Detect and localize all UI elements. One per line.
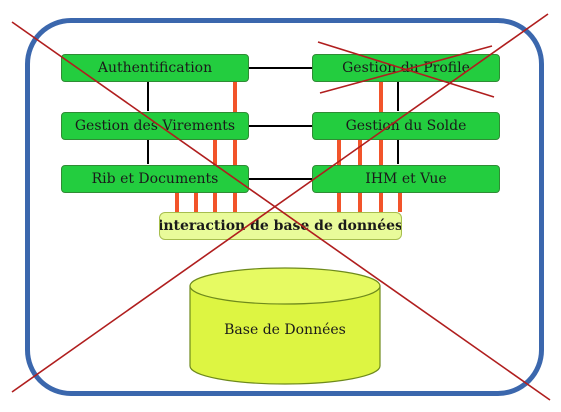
module-rib-documents: Rib et Documents bbox=[61, 165, 249, 193]
module-gestion-solde: Gestion du Solde bbox=[312, 112, 500, 140]
module-gestion-profile: Gestion du Profile bbox=[312, 54, 500, 82]
cross-out-line-profile-2 bbox=[319, 45, 493, 94]
interaction-layer: interaction de base de données bbox=[159, 212, 402, 240]
module-authentification: Authentification bbox=[61, 54, 249, 82]
database-cylinder bbox=[189, 267, 381, 385]
database-label: Base de Données bbox=[224, 322, 346, 338]
module-ihm-vue: IHM et Vue bbox=[312, 165, 500, 193]
cross-out-line-main-1 bbox=[11, 21, 551, 401]
module-gestion-virements: Gestion des Virements bbox=[61, 112, 249, 140]
cross-out-line-main-2 bbox=[11, 13, 549, 393]
